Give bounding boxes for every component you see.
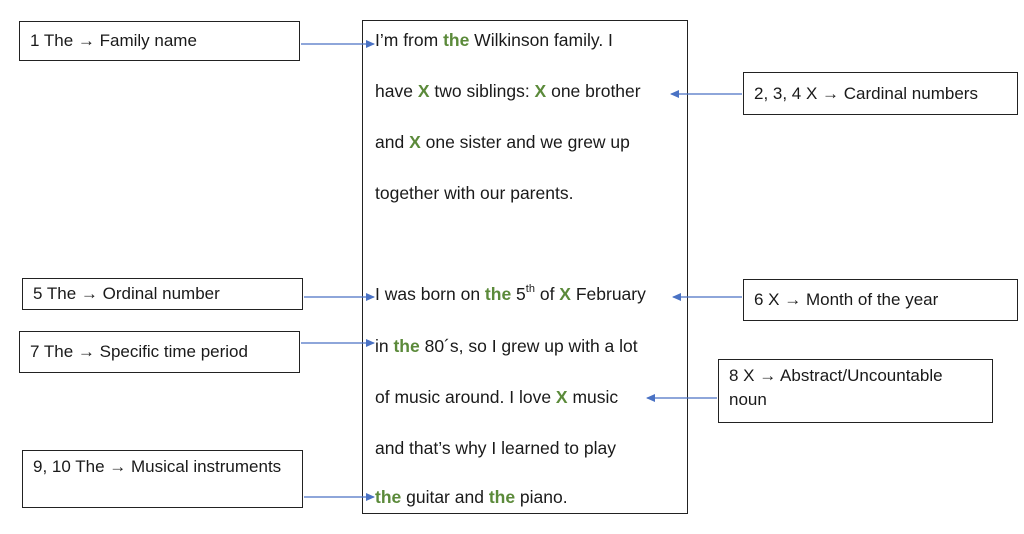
example-text-box: I’m from the Wilkinson family. I have X …	[362, 20, 688, 514]
text-segment: Wilkinson family. I	[469, 30, 613, 50]
label-musical-instruments: 9, 10 The → Musical instruments	[22, 450, 303, 508]
label-cardinal-numbers: 2, 3, 4 X → Cardinal numbers	[743, 72, 1018, 115]
label-abstract-noun: 8 X → Abstract/Uncountable noun	[718, 359, 993, 423]
text-segment: of	[534, 284, 560, 304]
text-line: and X one sister and we grew up	[375, 132, 630, 153]
text-line: of music around. I love X music	[375, 387, 618, 408]
text-segment: in	[375, 336, 394, 356]
text-segment: I’m from	[375, 30, 444, 50]
label-month-of-year: 6 X → Month of the year	[743, 279, 1018, 321]
label-text: 6 X → Month of the year	[754, 290, 939, 309]
text-segment: one sister and we grew up	[420, 132, 630, 152]
text-segment: one brother	[546, 81, 641, 101]
text-segment: 80´s, so I grew up with a lot	[419, 336, 638, 356]
label-specific-time-period: 7 The → Specific time period	[19, 331, 300, 373]
text-segment: piano.	[515, 487, 568, 507]
ordinal-suffix: th	[525, 283, 535, 296]
text-line: together with our parents.	[375, 183, 573, 204]
highlighted-article: the	[375, 487, 402, 507]
label-text: 7 The → Specific time period	[30, 342, 248, 361]
highlighted-article: the	[488, 487, 516, 507]
highlighted-article: X	[559, 284, 571, 304]
highlighted-article: X	[409, 132, 421, 152]
text-line: have X two siblings: X one brother	[375, 81, 641, 102]
highlighted-article: X	[534, 81, 547, 101]
text-segment: February	[570, 284, 646, 304]
label-text: 1 The → Family name	[30, 31, 197, 50]
highlighted-article: the	[443, 30, 470, 50]
highlighted-article: the	[393, 336, 420, 356]
label-text: 9, 10 The → Musical instruments	[33, 457, 282, 476]
text-line: I’m from the Wilkinson family. I	[375, 30, 613, 51]
text-segment: guitar and	[401, 487, 489, 507]
highlighted-article: X	[417, 81, 430, 101]
text-segment: of music around. I love	[375, 387, 556, 407]
highlighted-article: X	[555, 387, 568, 407]
text-segment: I was born on	[375, 284, 485, 304]
label-ordinal-number: 5 The → Ordinal number	[22, 278, 303, 310]
label-family-name: 1 The → Family name	[19, 21, 300, 61]
label-text: 8 X → Abstract/Uncountable noun	[729, 366, 943, 409]
highlighted-article: the	[484, 284, 512, 304]
text-segment: and	[375, 132, 410, 152]
text-segment: two siblings:	[429, 81, 535, 101]
text-segment: music	[567, 387, 619, 407]
text-segment: have	[375, 81, 418, 101]
text-segment: and that’s why I learned to play	[375, 438, 616, 458]
text-segment: 5	[511, 284, 526, 304]
text-line: in the 80´s, so I grew up with a lot	[375, 336, 638, 357]
text-line: the guitar and the piano.	[375, 487, 568, 508]
text-line: and that’s why I learned to play	[375, 438, 616, 459]
label-text: 2, 3, 4 X → Cardinal numbers	[754, 83, 978, 103]
text-line: I was born on the 5th of X February	[375, 284, 646, 305]
text-segment: together with our parents.	[375, 183, 574, 203]
label-text: 5 The → Ordinal number	[33, 284, 220, 303]
